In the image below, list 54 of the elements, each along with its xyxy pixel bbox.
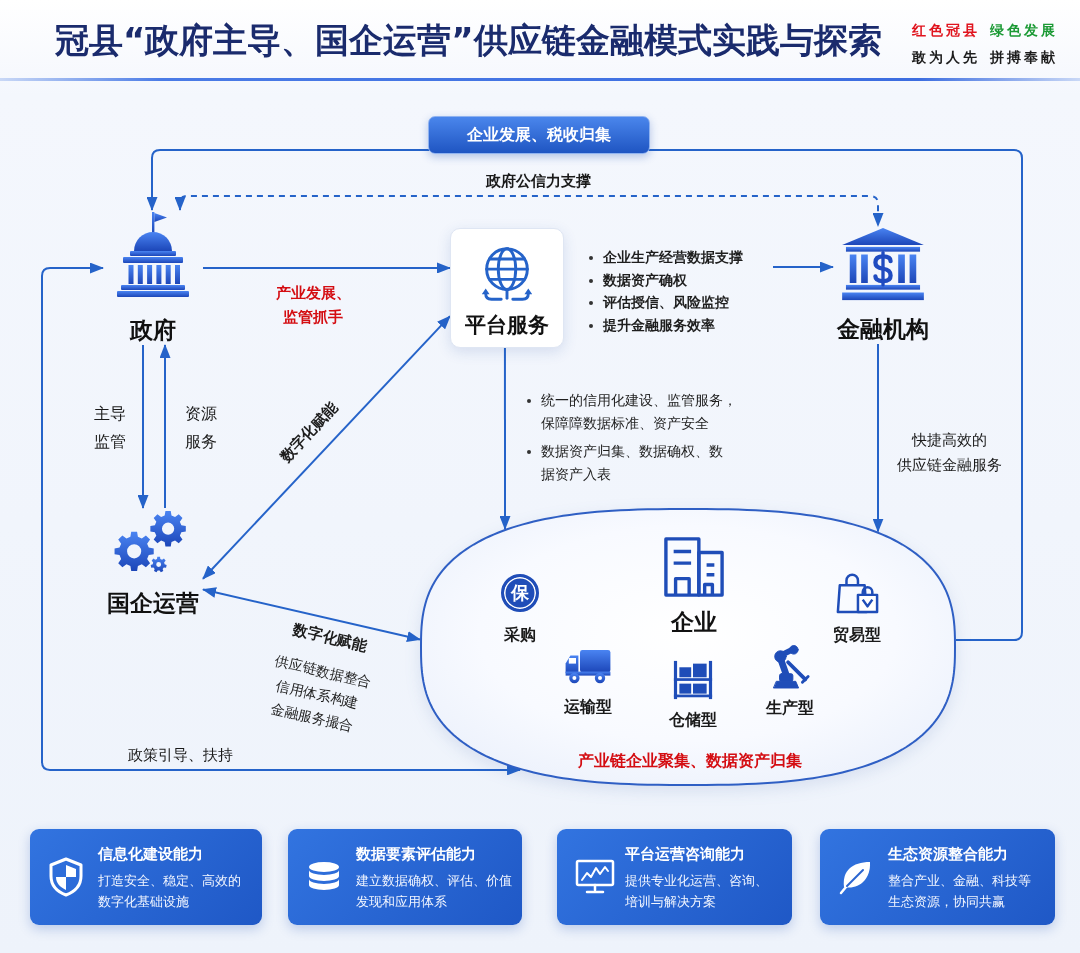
card-text: 建立数据确权、评估、价值发现和应用体系 (356, 872, 513, 911)
dashed-arrow (174, 195, 884, 227)
slogan-text: 拼搏奉献 (990, 48, 1058, 67)
edge-label: 数字化赋能 (276, 398, 342, 466)
edge-label: 资源服务 (183, 403, 218, 453)
arrow (872, 343, 884, 533)
arrow (137, 344, 149, 509)
edge-label: 政策引导、扶持 (126, 745, 234, 766)
card-heading: 数据要素评估能力 (356, 844, 476, 865)
bullet-item: 评估授信、风险监控 (583, 291, 729, 314)
arrow (41, 262, 522, 776)
item-label: 生产型 (766, 697, 814, 719)
item-label: 仓储型 (669, 709, 717, 731)
bullet-note: 统一的信用化建设、监管服务，保障障数据标准、资产安全 (522, 389, 740, 435)
capability-card (30, 829, 262, 925)
edge-label: 主导监管 (92, 403, 127, 453)
edge-label: 产业发展、监管抓手 (274, 283, 352, 328)
card-text: 提供专业化运营、咨询、培训与解决方案 (625, 872, 769, 911)
slogan-text: 敢为人先 (912, 48, 980, 67)
bullet-note: 数据资产归集、数据确权、数据资产入表 (522, 440, 726, 486)
card-heading: 平台运营咨询能力 (625, 844, 745, 865)
edge-label: 数字化赋能 (291, 620, 369, 656)
cluster-caption: 产业链企业聚集、数据资产归集 (577, 750, 803, 772)
edge-label: 快捷高效的供应链金融服务 (896, 430, 1004, 476)
bullet-item: 数据资产确权 (583, 268, 687, 291)
slogan-text: 红色冠县 (912, 21, 980, 40)
edge-label: 企业发展、税收归集 (428, 116, 650, 154)
capability-card (557, 829, 792, 925)
arrow (202, 262, 451, 274)
item-label: 采购 (504, 624, 536, 646)
arrow (772, 261, 834, 273)
platform-card (450, 228, 564, 348)
node-label: 国企运营 (107, 589, 199, 618)
node-label: 政府 (130, 316, 176, 345)
cluster-title: 企业 (670, 608, 718, 637)
item-label: 贸易型 (833, 624, 881, 646)
node-label: 金融机构 (837, 315, 929, 344)
arrow (202, 315, 451, 580)
slogan-text: 绿色发展 (990, 21, 1058, 40)
arrow (202, 587, 422, 642)
card-text: 打造安全、稳定、高效的数字化基础设施 (98, 872, 242, 911)
arrow (159, 344, 171, 509)
item-label: 运输型 (564, 696, 612, 718)
diagram-title: 冠县“政府主导、国企运营”供应链金融模式实践与探索 (55, 19, 882, 61)
card-text: 整合产业、金融、科技等生态资源，协同共赢 (888, 872, 1032, 911)
arrow (499, 347, 511, 530)
capability-card (820, 829, 1055, 925)
bullet-item: 企业生产经营数据支撑 (583, 246, 743, 269)
node-label: 平台服务 (465, 312, 549, 339)
card-heading: 生态资源整合能力 (888, 844, 1008, 865)
capability-card (288, 829, 522, 925)
bullet-item: 提升金融服务效率 (583, 313, 715, 336)
card-heading: 信息化建设能力 (98, 844, 203, 865)
edge-label: 政府公信力支撑 (484, 171, 592, 192)
